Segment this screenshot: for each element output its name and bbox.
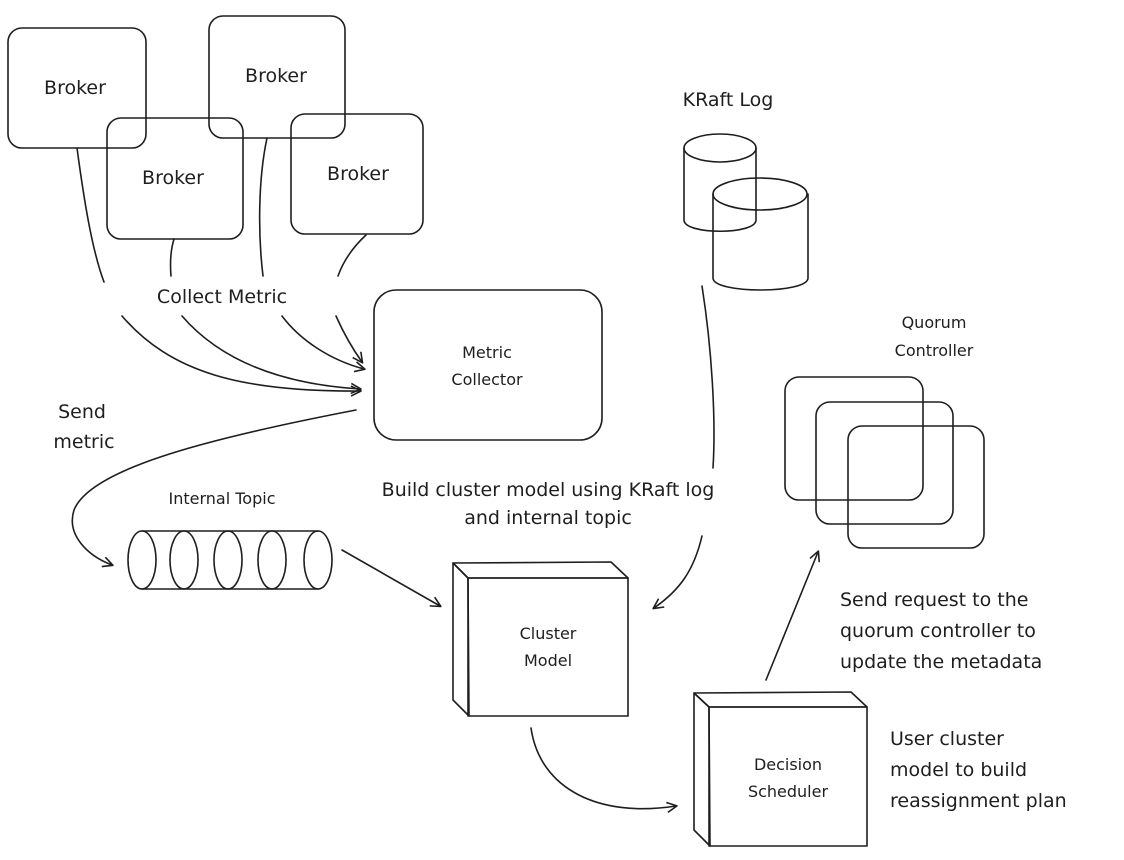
broker-box-2[interactable]: Broker xyxy=(208,15,346,139)
queue-segment xyxy=(257,530,287,590)
broker-box-4[interactable]: Broker xyxy=(290,113,424,235)
cylinder-back-body xyxy=(683,147,757,232)
send-request-label-3: update the metadata xyxy=(840,651,1042,673)
broker-label: Broker xyxy=(44,77,106,99)
kraft-log-storage[interactable] xyxy=(683,133,809,291)
cylinder-front-top xyxy=(712,177,808,211)
user-cluster-label-2: model to build xyxy=(890,759,1027,781)
cluster-model-side xyxy=(452,562,470,717)
queue-segment xyxy=(169,530,199,590)
kraft-log-connector xyxy=(701,285,715,469)
quorum-controller-label-2: Controller xyxy=(895,341,974,360)
quorum-controller-label-1: Quorum xyxy=(902,313,967,332)
user-cluster-label-3: reassignment plan xyxy=(890,790,1067,812)
broker1-connector xyxy=(76,147,105,283)
metric-collector-label-1: Metric xyxy=(462,343,512,362)
broker-label: Broker xyxy=(245,65,307,87)
decision-scheduler-label-1: Decision xyxy=(754,755,822,774)
arrow-broker2-to-collector xyxy=(281,315,366,373)
arrow-kraft-to-cluster-model xyxy=(652,535,703,610)
arrow-broker1-to-collector xyxy=(121,315,362,397)
broker-shape xyxy=(106,117,244,240)
collect-metric-label: Collect Metric xyxy=(157,286,287,308)
broker3-connector xyxy=(169,238,175,277)
arrow-broker4-to-collector xyxy=(335,315,364,364)
quorum-controller-node xyxy=(784,376,924,501)
broker2-connector xyxy=(258,137,268,277)
kraft-log-label: KRaft Log xyxy=(683,89,774,111)
quorum-controller-stack[interactable] xyxy=(784,376,985,549)
queue-body xyxy=(130,531,330,589)
send-metric-label-1: Send xyxy=(58,401,106,423)
broker-box-1[interactable]: Broker xyxy=(7,27,147,149)
build-cluster-label-2: and internal topic xyxy=(464,507,632,529)
send-request-label-1: Send request to the xyxy=(840,589,1028,611)
broker-label: Broker xyxy=(142,167,204,189)
cylinder-front-body xyxy=(712,193,809,291)
arrow-collector-to-topic xyxy=(71,409,357,568)
broker4-connector xyxy=(337,234,367,277)
decision-scheduler-face xyxy=(708,706,868,847)
decision-scheduler-side xyxy=(693,692,711,847)
broker-label: Broker xyxy=(327,163,389,185)
decision-scheduler-top xyxy=(693,691,868,708)
send-request-label-2: quorum controller to xyxy=(840,620,1036,642)
cluster-model-face xyxy=(467,577,629,717)
decision-scheduler-box[interactable]: Decision Scheduler xyxy=(693,691,868,847)
cluster-model-box[interactable]: Cluster Model xyxy=(452,561,629,717)
cluster-model-label-2: Model xyxy=(524,651,572,670)
metric-collector-label-2: Collector xyxy=(451,370,523,389)
metric-collector-box[interactable]: Metric Collector xyxy=(373,289,603,441)
send-metric-label-2: metric xyxy=(53,431,114,453)
broker-shape xyxy=(290,113,424,235)
cluster-model-label-1: Cluster xyxy=(520,624,577,643)
metric-collector-shape xyxy=(373,289,603,441)
queue-end-left xyxy=(127,530,157,590)
decision-scheduler-label-2: Scheduler xyxy=(748,782,829,801)
arrow-broker3-to-collector xyxy=(181,315,362,395)
queue-segment xyxy=(213,530,243,590)
quorum-controller-node xyxy=(815,401,954,525)
build-cluster-label-1: Build cluster model using KRaft log xyxy=(382,479,715,501)
broker-box-3[interactable]: Broker xyxy=(106,117,244,240)
user-cluster-label-1: User cluster xyxy=(890,728,1004,750)
internal-topic-queue[interactable] xyxy=(127,530,333,590)
internal-topic-label: Internal Topic xyxy=(169,489,276,508)
queue-end-right xyxy=(303,530,333,590)
arrow-cluster-model-to-scheduler xyxy=(530,727,678,813)
quorum-controller-node xyxy=(847,425,985,549)
arrow-topic-to-cluster-model xyxy=(341,549,442,608)
cluster-model-top xyxy=(452,561,629,579)
cylinder-back-top xyxy=(683,133,757,163)
arrow-scheduler-to-quorum xyxy=(765,550,821,681)
broker-shape xyxy=(208,15,346,139)
